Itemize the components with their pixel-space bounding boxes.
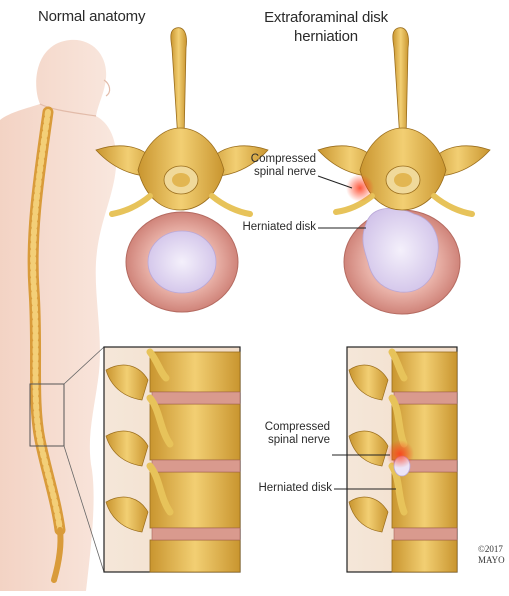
callout-bottom-nerve-line2: spinal nerve [250, 434, 330, 447]
copyright-credit: ©2017 MAYO [478, 544, 505, 566]
panel-herniated-side [347, 347, 457, 572]
callout-herniated-disk-top: Herniated disk [230, 221, 316, 234]
credit-line1: ©2017 [478, 544, 505, 555]
title-right-line1: Extraforaminal disk [256, 8, 396, 27]
callout-top-nerve-line2: spinal nerve [238, 166, 316, 179]
panel-normal-side [104, 347, 240, 572]
title-extraforaminal-herniation: Extraforaminal disk herniation [256, 8, 396, 46]
callout-top-nerve-line1: Compressed [238, 153, 316, 166]
callout-bottom-nerve-line1: Compressed [250, 421, 330, 434]
title-right-line2: herniation [256, 27, 396, 46]
callout-compressed-nerve-bottom: Compressed spinal nerve [250, 421, 330, 447]
callout-compressed-nerve-top: Compressed spinal nerve [238, 153, 316, 179]
credit-line2: MAYO [478, 555, 505, 566]
title-normal-anatomy: Normal anatomy [38, 8, 145, 25]
vertebra-herniated [318, 28, 490, 314]
callout-herniated-disk-bottom: Herniated disk [244, 482, 332, 495]
